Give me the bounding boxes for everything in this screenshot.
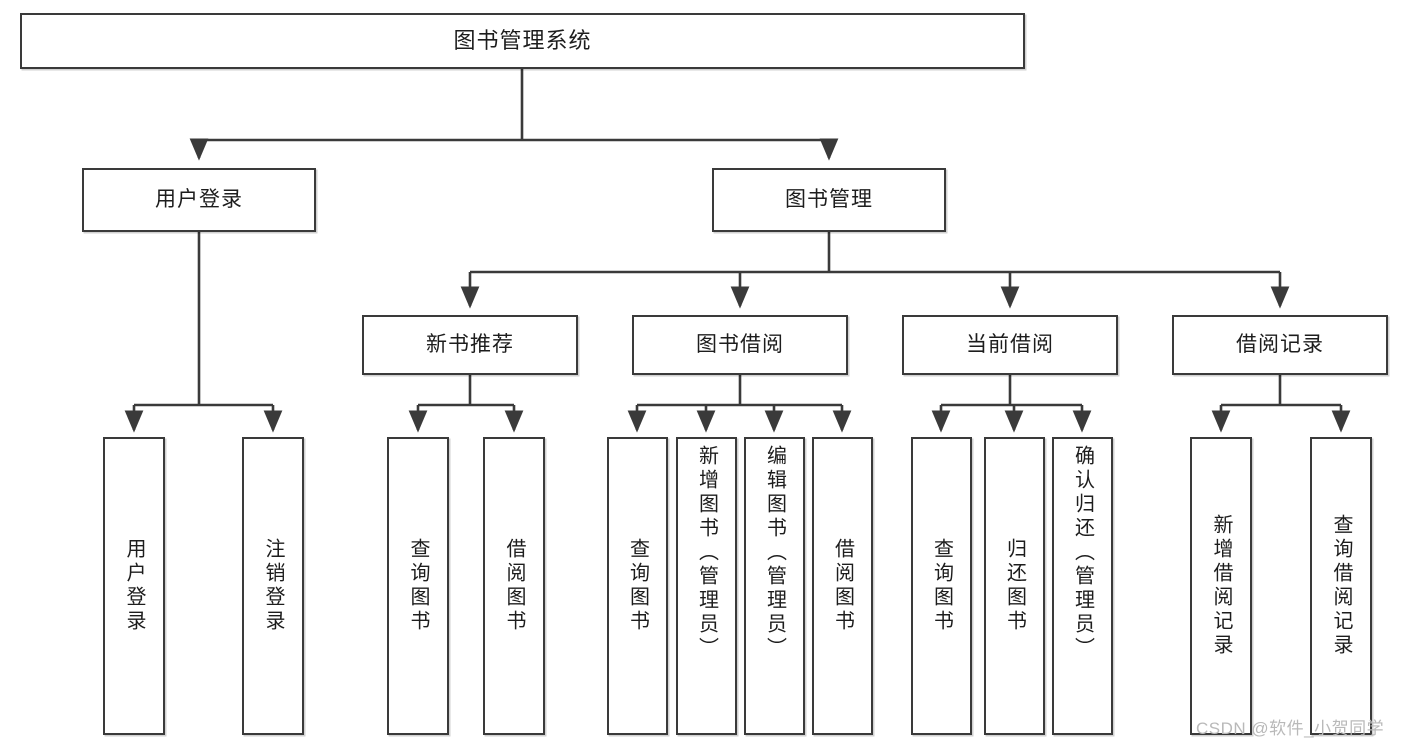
node-book-borrow[interactable]: 图书借阅 (632, 315, 848, 375)
leaf-query-borrow-record[interactable]: 查询借阅记录 (1310, 437, 1372, 735)
node-user-login[interactable]: 用户登录 (82, 168, 316, 232)
node-current-borrow[interactable]: 当前借阅 (902, 315, 1118, 375)
leaf-borrow-book[interactable]: 借阅图书 (812, 437, 873, 735)
leaf-edit-book-admin[interactable]: 编辑图书（管理员） (744, 437, 805, 735)
node-new-book-recommend[interactable]: 新书推荐 (362, 315, 578, 375)
node-root[interactable]: 图书管理系统 (20, 13, 1025, 69)
node-borrow-record[interactable]: 借阅记录 (1172, 315, 1388, 375)
leaf-borrow-book-recommend[interactable]: 借阅图书 (483, 437, 545, 735)
node-book-management[interactable]: 图书管理 (712, 168, 946, 232)
leaf-add-borrow-record[interactable]: 新增借阅记录 (1190, 437, 1252, 735)
leaf-query-book-borrow[interactable]: 查询图书 (607, 437, 668, 735)
leaf-query-book-recommend[interactable]: 查询图书 (387, 437, 449, 735)
leaf-user-login[interactable]: 用户登录 (103, 437, 165, 735)
csdn-watermark: CSDN @软件_小贺同学 (1196, 719, 1385, 738)
leaf-confirm-return-admin[interactable]: 确认归还（管理员） (1052, 437, 1113, 735)
leaf-add-book-admin[interactable]: 新增图书（管理员） (676, 437, 737, 735)
leaf-query-book-current[interactable]: 查询图书 (911, 437, 972, 735)
leaf-logout-login[interactable]: 注销登录 (242, 437, 304, 735)
leaf-return-book[interactable]: 归还图书 (984, 437, 1045, 735)
